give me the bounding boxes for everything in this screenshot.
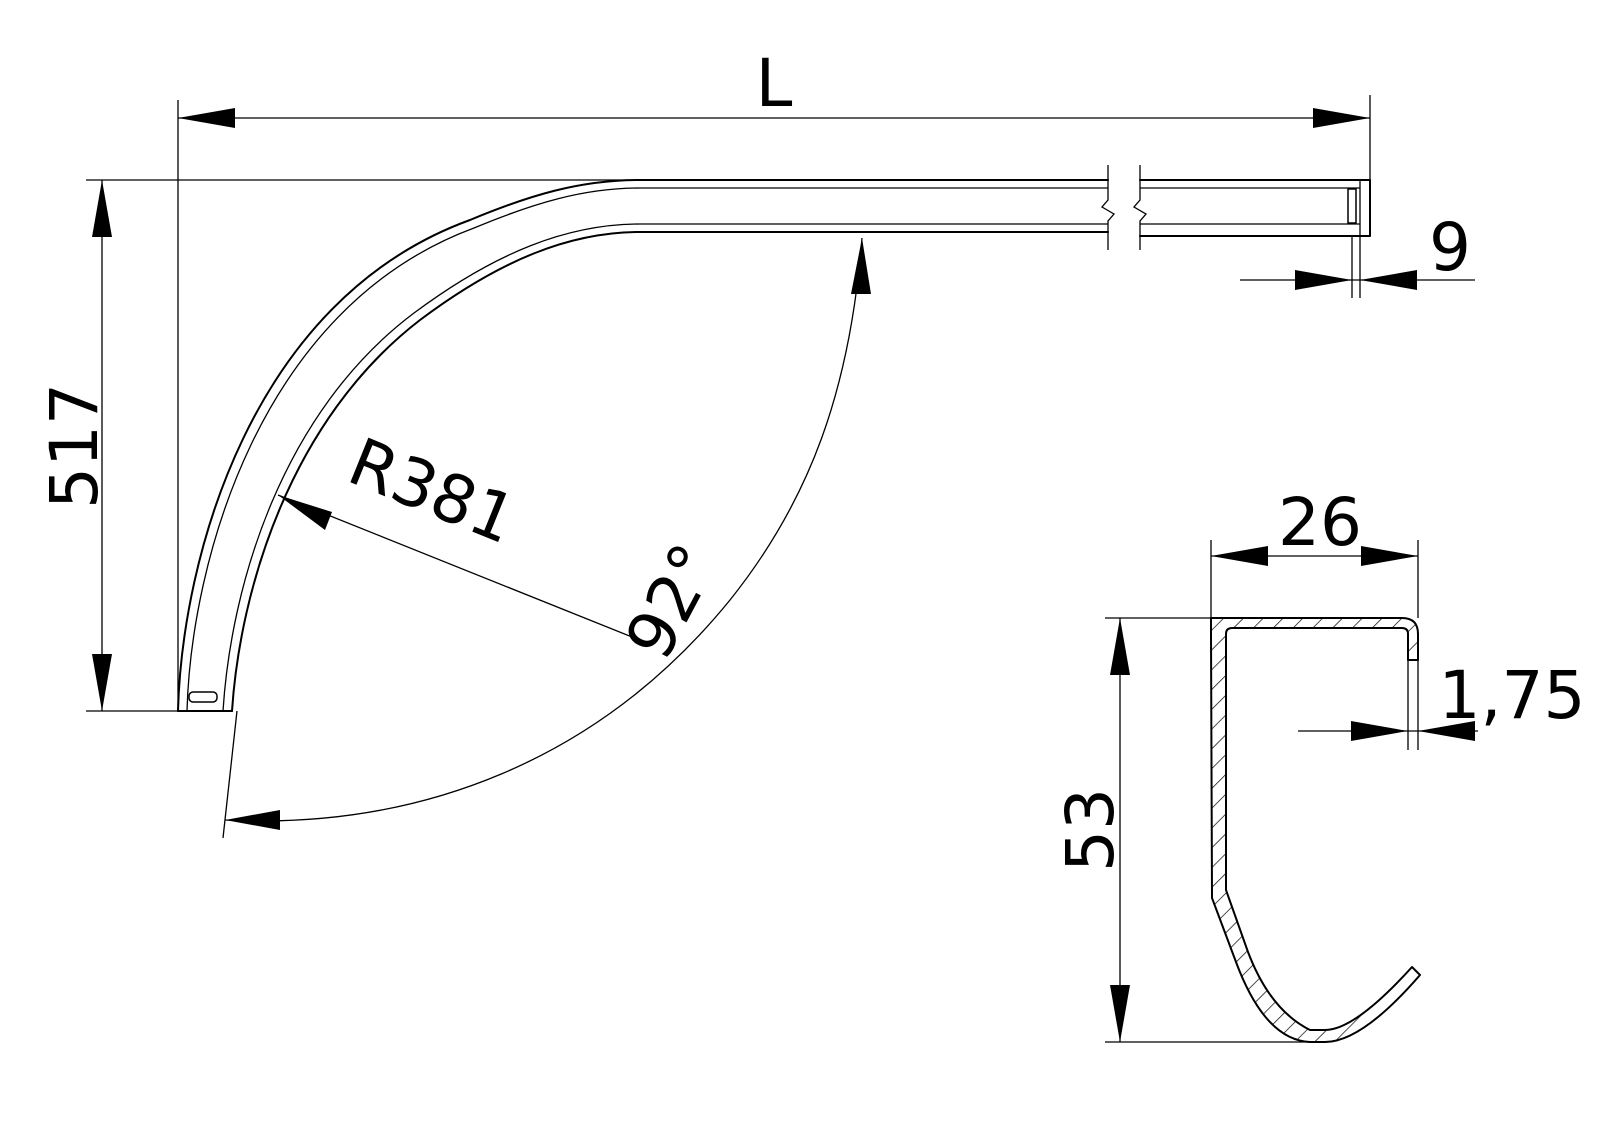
profile-section <box>1210 617 1421 1043</box>
dimension-wall: 1,75 <box>1298 657 1585 750</box>
dimension-thickness: 9 <box>1240 209 1475 298</box>
dimension-width: 26 <box>1210 484 1419 618</box>
label-profile-height: 53 <box>1052 788 1129 872</box>
dimension-radius: R381 <box>277 423 653 646</box>
label-length: L <box>756 45 793 122</box>
break-symbol <box>1100 165 1148 250</box>
profile-wall <box>1210 617 1421 1043</box>
label-height: 517 <box>36 383 113 509</box>
label-thickness: 9 <box>1429 209 1471 286</box>
dimension-angle: 92° <box>222 237 871 839</box>
label-radius: R381 <box>338 423 526 559</box>
dimension-height: 517 <box>36 179 640 712</box>
label-width: 26 <box>1278 484 1362 561</box>
curved-rail <box>177 165 1371 712</box>
end-slot <box>188 691 218 703</box>
label-angle: 92° <box>611 532 734 671</box>
dimension-length: L <box>177 45 1371 711</box>
dimension-profile-height: 53 <box>1052 617 1310 1043</box>
label-wall: 1,75 <box>1439 657 1586 734</box>
end-cap-slot <box>1347 188 1357 224</box>
